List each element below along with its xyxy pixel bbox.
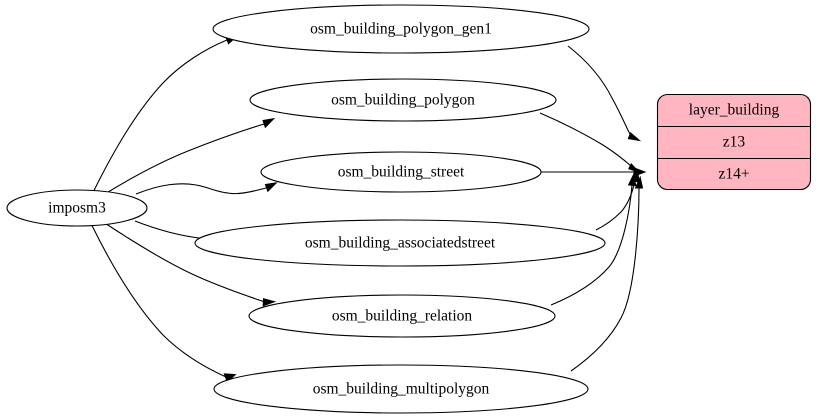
node-osm_building_associatedstreet-label: osm_building_associatedstreet (305, 235, 496, 252)
node-osm_building_polygon_gen1-shape[interactable] (212, 4, 590, 54)
node-imposm3-label: imposm3 (48, 200, 106, 217)
layer_building-row-title: layer_building (689, 102, 780, 119)
node-osm_building_multipolygon-label: osm_building_multipolygon (313, 381, 490, 398)
edge-osm_building_relation-to-layer_building-z14 (550, 173, 637, 306)
node-osm_building_street-label: osm_building_street (338, 164, 465, 181)
edge-imposm3-to-osm_building_polygon (103, 117, 276, 195)
layer_building-box[interactable] (656, 93, 812, 191)
node-osm_building_relation-label: osm_building_relation (332, 308, 473, 325)
node-osm_building_street[interactable]: osm_building_street (260, 151, 542, 193)
layer_building-row-z13: z13 (723, 134, 746, 151)
node-imposm3[interactable]: imposm3 (6, 189, 148, 227)
node-osm_building_multipolygon[interactable]: osm_building_multipolygon (213, 364, 589, 414)
node-osm_building_polygon_gen1[interactable]: osm_building_polygon_gen1 (212, 4, 590, 54)
node-osm_building_associatedstreet[interactable]: osm_building_associatedstreet (194, 219, 606, 267)
node-osm_building_polygon-shape[interactable] (249, 78, 557, 122)
edge-imposm3-to-osm_building_street (135, 182, 278, 195)
node-osm_building_associatedstreet-shape[interactable] (194, 219, 606, 267)
node-imposm3-shape[interactable] (6, 189, 148, 227)
edge-osm_building_polygon_gen1-to-layer_building-z13 (567, 45, 642, 142)
node-layer_building[interactable]: layer_building z13 z14+ (656, 93, 812, 191)
node-osm_building_polygon_gen1-label: osm_building_polygon_gen1 (310, 21, 492, 38)
layer_building-row-z14: z14+ (718, 166, 749, 183)
edge-imposm3-to-osm_building_relation (103, 222, 277, 307)
node-osm_building_street-shape[interactable] (260, 151, 542, 193)
node-osm_building_relation-shape[interactable] (248, 294, 556, 338)
edge-osm_building_multipolygon-to-layer_building-z14 (570, 175, 644, 372)
node-osm_building_polygon-label: osm_building_polygon (331, 92, 475, 109)
node-osm_building_relation[interactable]: osm_building_relation (248, 294, 556, 338)
edge-imposm3-to-osm_building_polygon_gen1 (93, 35, 238, 192)
node-osm_building_multipolygon-shape[interactable] (213, 364, 589, 414)
node-osm_building_polygon[interactable]: osm_building_polygon (249, 78, 557, 122)
edge-group-tables-to-layer (539, 45, 647, 372)
